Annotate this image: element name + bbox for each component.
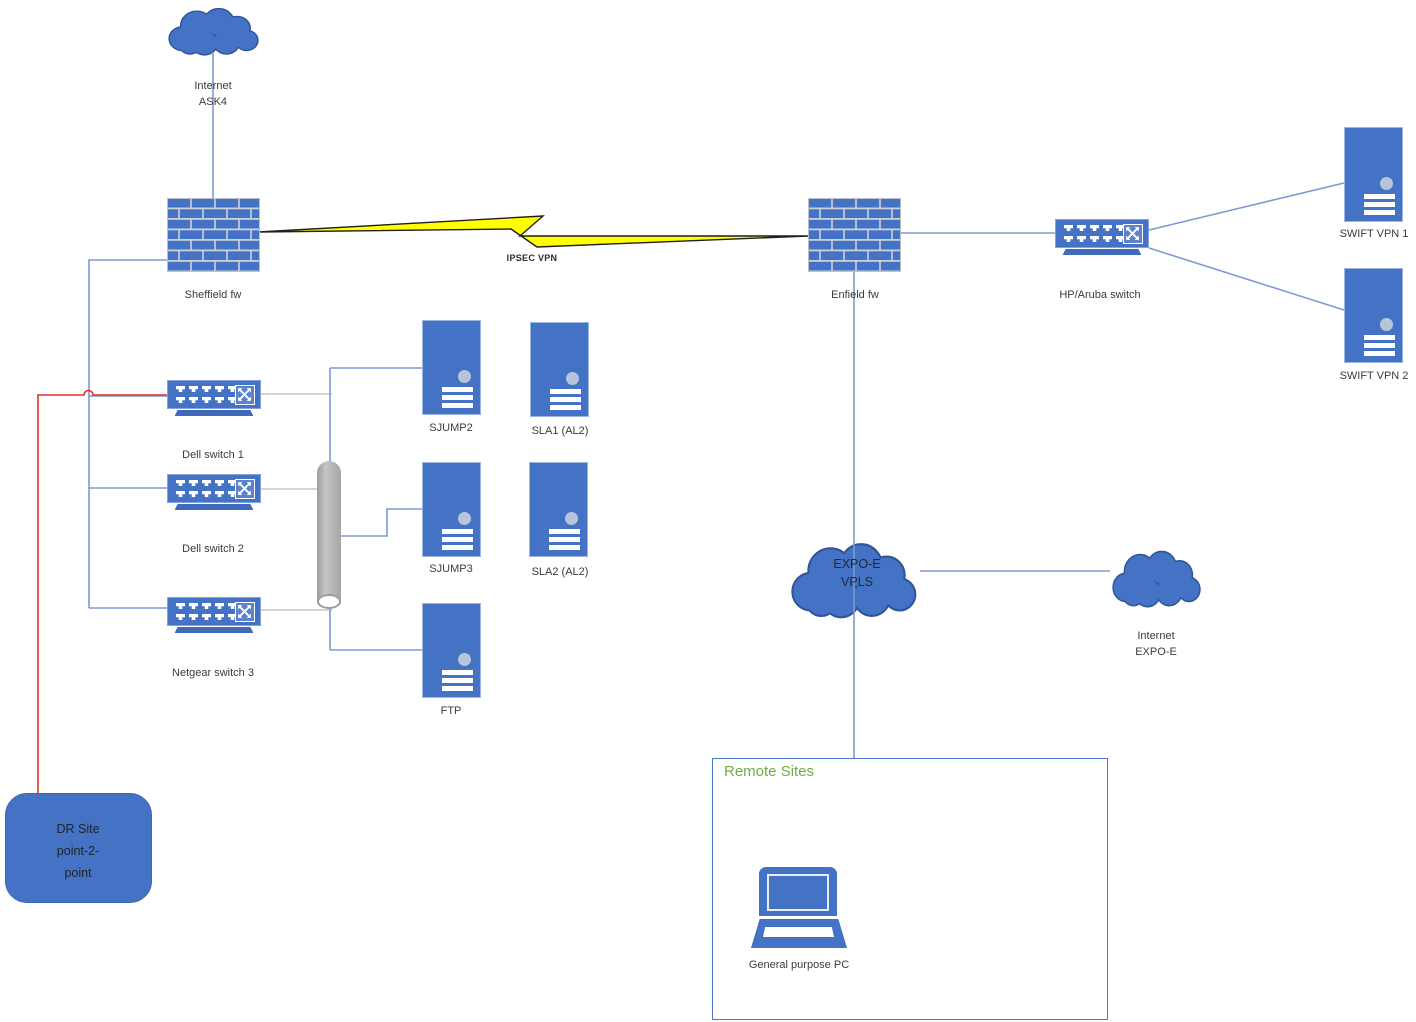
hp-aruba-switch-label: HP/Aruba switch [1059, 289, 1141, 301]
sheffield-fw-label: Sheffield fw [184, 289, 242, 301]
dr-site-box[interactable] [5, 793, 152, 903]
cylinder-connector-icon[interactable] [317, 461, 341, 609]
sla1-server-icon[interactable] [530, 322, 589, 417]
power-led [566, 372, 579, 385]
general-purpose-pc-label: General purpose PC [748, 959, 850, 971]
dell-switch-2-icon[interactable] [167, 474, 261, 510]
edge-sheffield-trunk [88, 259, 167, 608]
power-led [458, 653, 471, 666]
hp-aruba-switch-icon[interactable] [1055, 219, 1149, 255]
remote-sites-title: Remote Sites [724, 763, 815, 780]
expoe-vpls-label: EXPO-E VPLS [833, 557, 881, 589]
edge-drsite-dell1 [37, 389, 167, 793]
sheffield-firewall-icon[interactable] [167, 198, 260, 272]
swift-vpn-2-server-icon[interactable] [1344, 268, 1403, 363]
internet-expoe-label: Internet EXPO-E [1135, 630, 1177, 658]
internet-ask4-cloud-icon[interactable] [166, 4, 262, 56]
swift-vpn-1-server-icon[interactable] [1344, 127, 1403, 222]
sjump3-server-icon[interactable] [422, 462, 481, 557]
switch-base [174, 504, 254, 510]
enfield-firewall-icon[interactable] [808, 198, 901, 272]
ftp-server-icon[interactable] [422, 603, 481, 698]
dell-switch-1-label: Dell switch 1 [182, 449, 244, 461]
power-led [458, 370, 471, 383]
edge-aruba-swift2 [1148, 247, 1345, 311]
sla2-label: SLA2 (AL2) [531, 566, 589, 578]
swift-vpn-2-label: SWIFT VPN 2 [1339, 370, 1409, 382]
crossover-icon [235, 601, 255, 622]
sjump3-label: SJUMP3 [429, 563, 473, 575]
laptop-keyboard [751, 919, 847, 948]
sla2-server-icon[interactable] [529, 462, 588, 557]
switch-base [174, 410, 254, 416]
power-led [458, 512, 471, 525]
switch-ports [1064, 225, 1125, 242]
dell-switch-1-icon[interactable] [167, 380, 261, 416]
crossover-icon [235, 478, 255, 499]
power-led [565, 512, 578, 525]
crossover-icon [235, 384, 255, 405]
netgear-switch-3-icon[interactable] [167, 597, 261, 633]
ftp-label: FTP [440, 705, 462, 717]
internet-ask4-label: Internet ASK4 [194, 80, 232, 108]
dr-site-label: DR Site point-2- point [56, 822, 100, 880]
swift-vpn-1-label: SWIFT VPN 1 [1339, 228, 1409, 240]
dell-switch-2-label: Dell switch 2 [182, 543, 244, 555]
switch-ports [176, 480, 237, 497]
edge-bus-sjump3 [330, 508, 422, 537]
switch-base [174, 627, 254, 633]
crossover-icon [1123, 223, 1143, 244]
sjump2-server-icon[interactable] [422, 320, 481, 415]
power-led [1380, 318, 1393, 331]
expoe-vpls-cloud-icon[interactable] [788, 537, 921, 619]
laptop-screen [759, 867, 837, 916]
power-led [1380, 177, 1393, 190]
edge-aruba-swift1 [1148, 182, 1345, 231]
switch-ports [176, 386, 237, 403]
general-purpose-pc-icon[interactable] [751, 860, 847, 948]
netgear-switch-3-label: Netgear switch 3 [172, 667, 254, 679]
lightning-bolt-icon[interactable] [257, 215, 809, 248]
sla1-label: SLA1 (AL2) [531, 425, 589, 437]
ipsec-vpn-label: IPSEC VPN [506, 253, 558, 263]
enfield-fw-label: Enfield fw [831, 289, 879, 301]
sjump2-label: SJUMP2 [429, 422, 473, 434]
switch-ports [176, 603, 237, 620]
internet-expoe-cloud-icon[interactable] [1110, 546, 1204, 608]
switch-base [1062, 249, 1142, 255]
